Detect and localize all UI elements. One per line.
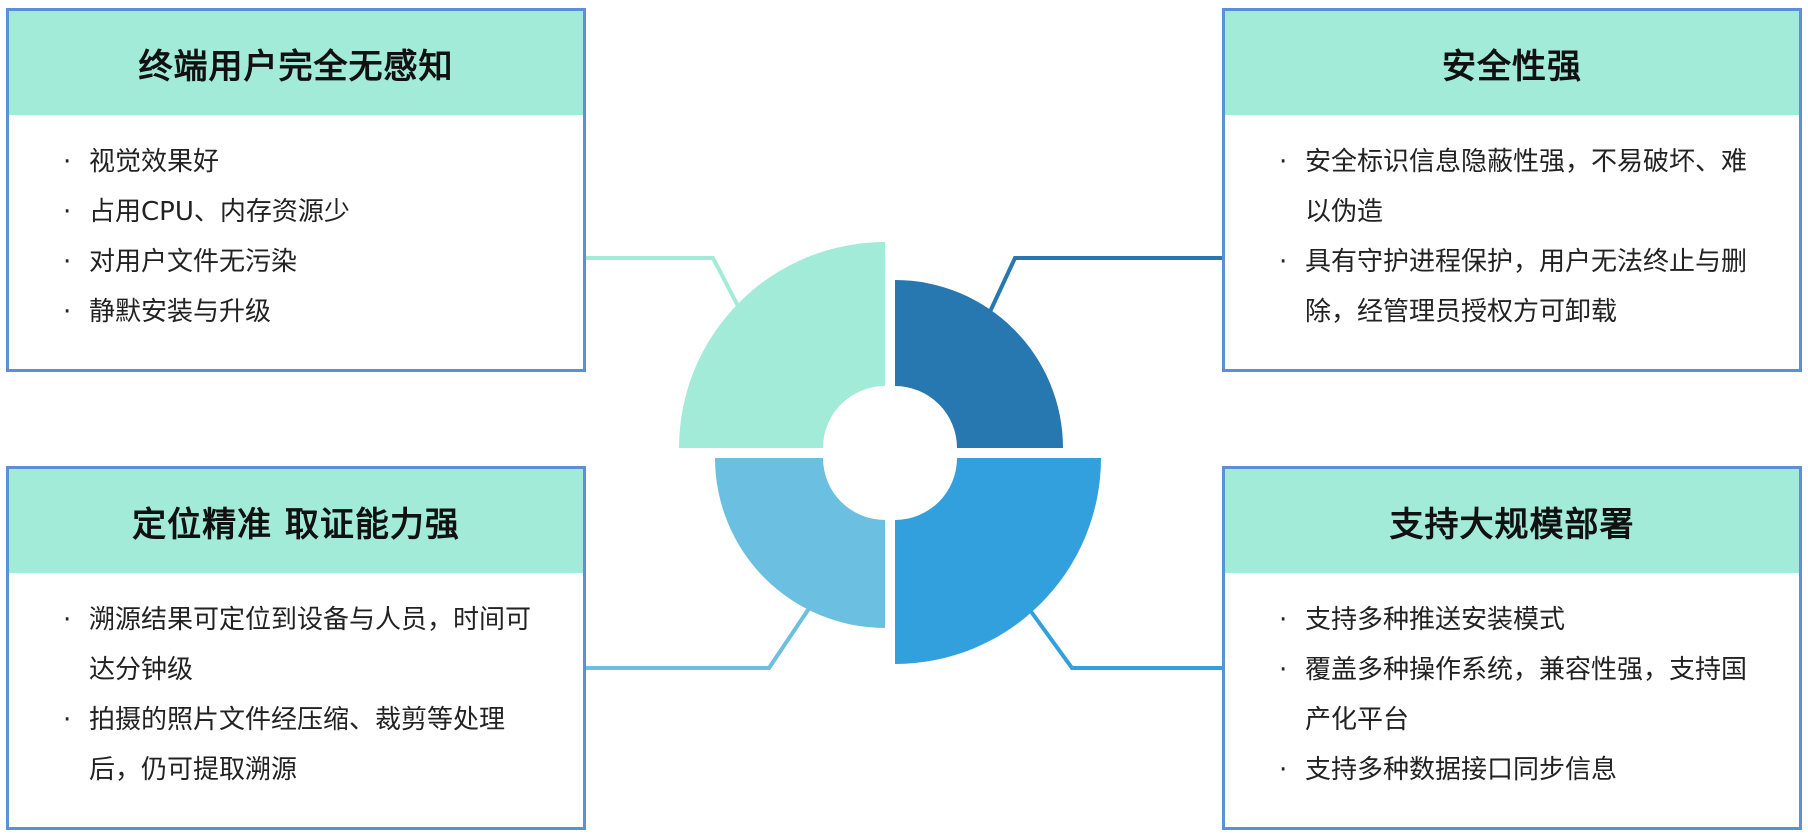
bullet-dot: · [63, 147, 72, 177]
connector-top-right [986, 256, 1222, 317]
list-item: · 视觉效果好 [63, 137, 543, 187]
list-item-text: 拍摄的照片文件经压缩、裁剪等处理后，仍可提取溯源 [89, 705, 506, 785]
list-item: · 对用户文件无污染 [63, 237, 543, 287]
card-terminal-user: 终端用户完全无感知 · 视觉效果好 · 占用CPU、内存资源少 · 对用户文件无污染 · 静默… [6, 8, 586, 372]
list-item-text: 覆盖多种操作系统，兼容性强，支持国产化平台 [1305, 655, 1748, 735]
connector-top-left [586, 256, 740, 307]
bullet-dot: · [63, 197, 72, 227]
bullet-dot: · [63, 247, 72, 277]
list-item-text: 支持多种数据接口同步信息 [1305, 755, 1618, 785]
ring-segment-top-left [679, 242, 885, 448]
list-item-text: 具有守护进程保护，用户无法终止与删除，经管理员授权方可卸载 [1305, 247, 1748, 327]
list-item: · 覆盖多种操作系统，兼容性强，支持国产化平台 [1279, 645, 1759, 745]
card-deployment: 支持大规模部署 · 支持多种推送安装模式 · 覆盖多种操作系统，兼容性强，支持国产化平… [1222, 466, 1802, 830]
list-item-text: 支持多种推送安装模式 [1305, 605, 1566, 635]
bullet-dot: · [63, 297, 72, 327]
card-title: 安全性强 [1225, 11, 1799, 115]
card-list: · 溯源结果可定位到设备与人员，时间可达分钟级 · 拍摄的照片文件经压缩、裁剪等处理后… [9, 573, 583, 795]
card-title: 终端用户完全无感知 [9, 11, 583, 115]
list-item: · 支持多种推送安装模式 [1279, 595, 1759, 645]
list-item-text: 溯源结果可定位到设备与人员，时间可达分钟级 [89, 605, 532, 685]
list-item: · 静默安装与升级 [63, 287, 543, 337]
list-item: · 占用CPU、内存资源少 [63, 187, 543, 237]
card-security: 安全性强 · 安全标识信息隐蔽性强，不易破坏、难以伪造 · 具有守护进程保护，用户无法… [1222, 8, 1802, 372]
connector-bottom-right [1025, 604, 1222, 670]
list-item: · 溯源结果可定位到设备与人员，时间可达分钟级 [63, 595, 543, 695]
bullet-dot: · [1279, 755, 1288, 785]
card-title: 支持大规模部署 [1225, 469, 1799, 573]
bullet-dot: · [1279, 247, 1288, 277]
list-item-text: 视觉效果好 [89, 147, 220, 177]
ring-segment-bottom-right [895, 458, 1101, 664]
card-positioning: 定位精准 取证能力强 · 溯源结果可定位到设备与人员，时间可达分钟级 · 拍摄的照片文… [6, 466, 586, 830]
bullet-dot: · [1279, 605, 1288, 635]
list-item-text: 静默安装与升级 [89, 297, 272, 327]
card-title: 定位精准 取证能力强 [9, 469, 583, 573]
card-list: · 支持多种推送安装模式 · 覆盖多种操作系统，兼容性强，支持国产化平台 · 支持多种数据… [1225, 573, 1799, 795]
bullet-dot: · [63, 605, 72, 635]
list-item: · 拍摄的照片文件经压缩、裁剪等处理后，仍可提取溯源 [63, 695, 543, 795]
ring-segment-bottom-left [715, 458, 885, 628]
list-item: · 支持多种数据接口同步信息 [1279, 745, 1759, 795]
bullet-dot: · [1279, 655, 1288, 685]
bullet-dot: · [1279, 147, 1288, 177]
list-item-text: 安全标识信息隐蔽性强，不易破坏、难以伪造 [1305, 147, 1748, 227]
bullet-dot: · [63, 705, 72, 735]
list-item-text: 对用户文件无污染 [89, 247, 298, 277]
card-list: · 安全标识信息隐蔽性强，不易破坏、难以伪造 · 具有守护进程保护，用户无法终止与删除… [1225, 115, 1799, 337]
list-item-text: 占用CPU、内存资源少 [89, 197, 350, 227]
ring-segment-top-right [895, 280, 1063, 448]
card-list: · 视觉效果好 · 占用CPU、内存资源少 · 对用户文件无污染 · 静默安装与升级 [9, 115, 583, 337]
list-item: · 安全标识信息隐蔽性强，不易破坏、难以伪造 [1279, 137, 1759, 237]
list-item: · 具有守护进程保护，用户无法终止与删除，经管理员授权方可卸载 [1279, 237, 1759, 337]
connector-bottom-left [586, 602, 814, 670]
